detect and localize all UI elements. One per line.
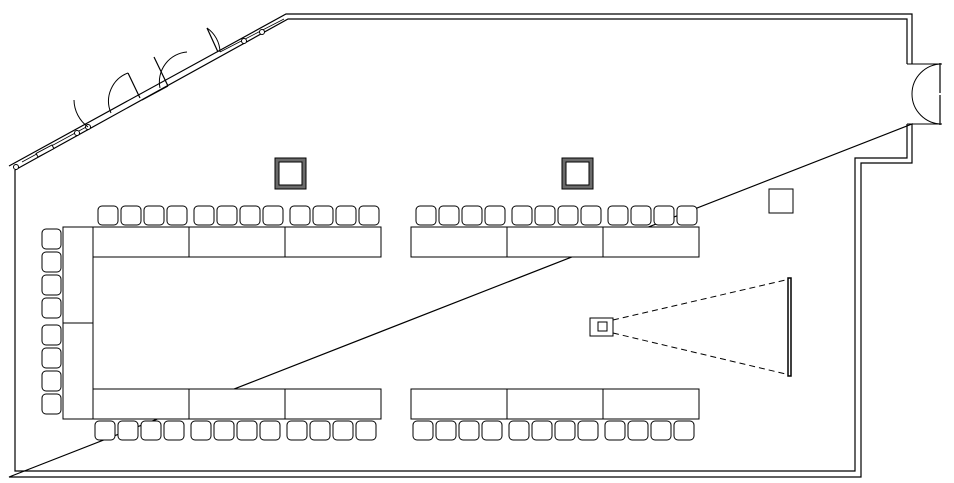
- chair: [41, 393, 62, 415]
- chair: [259, 420, 281, 441]
- chair: [650, 420, 672, 441]
- chair: [309, 420, 331, 441]
- chair: [355, 420, 377, 441]
- chair: [97, 205, 119, 226]
- chair: [163, 420, 185, 441]
- table: [62, 322, 94, 420]
- chair: [143, 205, 165, 226]
- chair: [41, 370, 62, 392]
- chair: [676, 205, 698, 226]
- chair: [117, 420, 139, 441]
- chair: [461, 205, 483, 226]
- projection-screen: [787, 277, 792, 377]
- table: [410, 388, 508, 420]
- table: [284, 388, 382, 420]
- chair: [286, 420, 308, 441]
- chair: [358, 205, 380, 226]
- table: [284, 226, 382, 258]
- chair: [653, 205, 675, 226]
- chair: [213, 420, 235, 441]
- chair: [534, 205, 556, 226]
- chair: [412, 420, 434, 441]
- columns: [274, 157, 594, 190]
- chair: [458, 420, 480, 441]
- table: [92, 226, 190, 258]
- chair: [481, 420, 503, 441]
- chair: [94, 420, 116, 441]
- chair: [335, 205, 357, 226]
- table: [506, 388, 604, 420]
- table: [188, 388, 286, 420]
- chair: [557, 205, 579, 226]
- chair: [41, 324, 62, 346]
- chair: [554, 420, 576, 441]
- chair: [120, 205, 142, 226]
- diagonal-wall-openings: [13, 18, 285, 170]
- chairs: [41, 205, 698, 441]
- chair: [511, 205, 533, 226]
- chair: [41, 274, 62, 296]
- cabinet: [768, 188, 794, 214]
- chair: [438, 205, 460, 226]
- chair: [531, 420, 553, 441]
- chair: [604, 420, 626, 441]
- chair: [262, 205, 284, 226]
- chair: [289, 205, 311, 226]
- table: [188, 226, 286, 258]
- table: [62, 226, 94, 324]
- chair: [193, 205, 215, 226]
- tables: [62, 226, 700, 420]
- table: [602, 388, 700, 420]
- chair: [166, 205, 188, 226]
- projector-setup: [589, 277, 792, 377]
- table: [506, 226, 604, 258]
- chair: [630, 205, 652, 226]
- chair: [580, 205, 602, 226]
- chair: [577, 420, 599, 441]
- chair: [484, 205, 506, 226]
- right-double-door: [907, 63, 943, 125]
- chair: [508, 420, 530, 441]
- chair: [41, 228, 62, 250]
- chair: [607, 205, 629, 226]
- chair: [415, 205, 437, 226]
- table: [92, 388, 190, 420]
- table: [602, 226, 700, 258]
- chair: [627, 420, 649, 441]
- chair: [332, 420, 354, 441]
- chair: [216, 205, 238, 226]
- chair: [41, 347, 62, 369]
- chair: [41, 251, 62, 273]
- chair: [239, 205, 261, 226]
- table: [410, 226, 508, 258]
- chair: [312, 205, 334, 226]
- chair: [435, 420, 457, 441]
- chair: [41, 297, 62, 319]
- chair: [236, 420, 258, 441]
- chair: [673, 420, 695, 441]
- chair: [140, 420, 162, 441]
- chair: [190, 420, 212, 441]
